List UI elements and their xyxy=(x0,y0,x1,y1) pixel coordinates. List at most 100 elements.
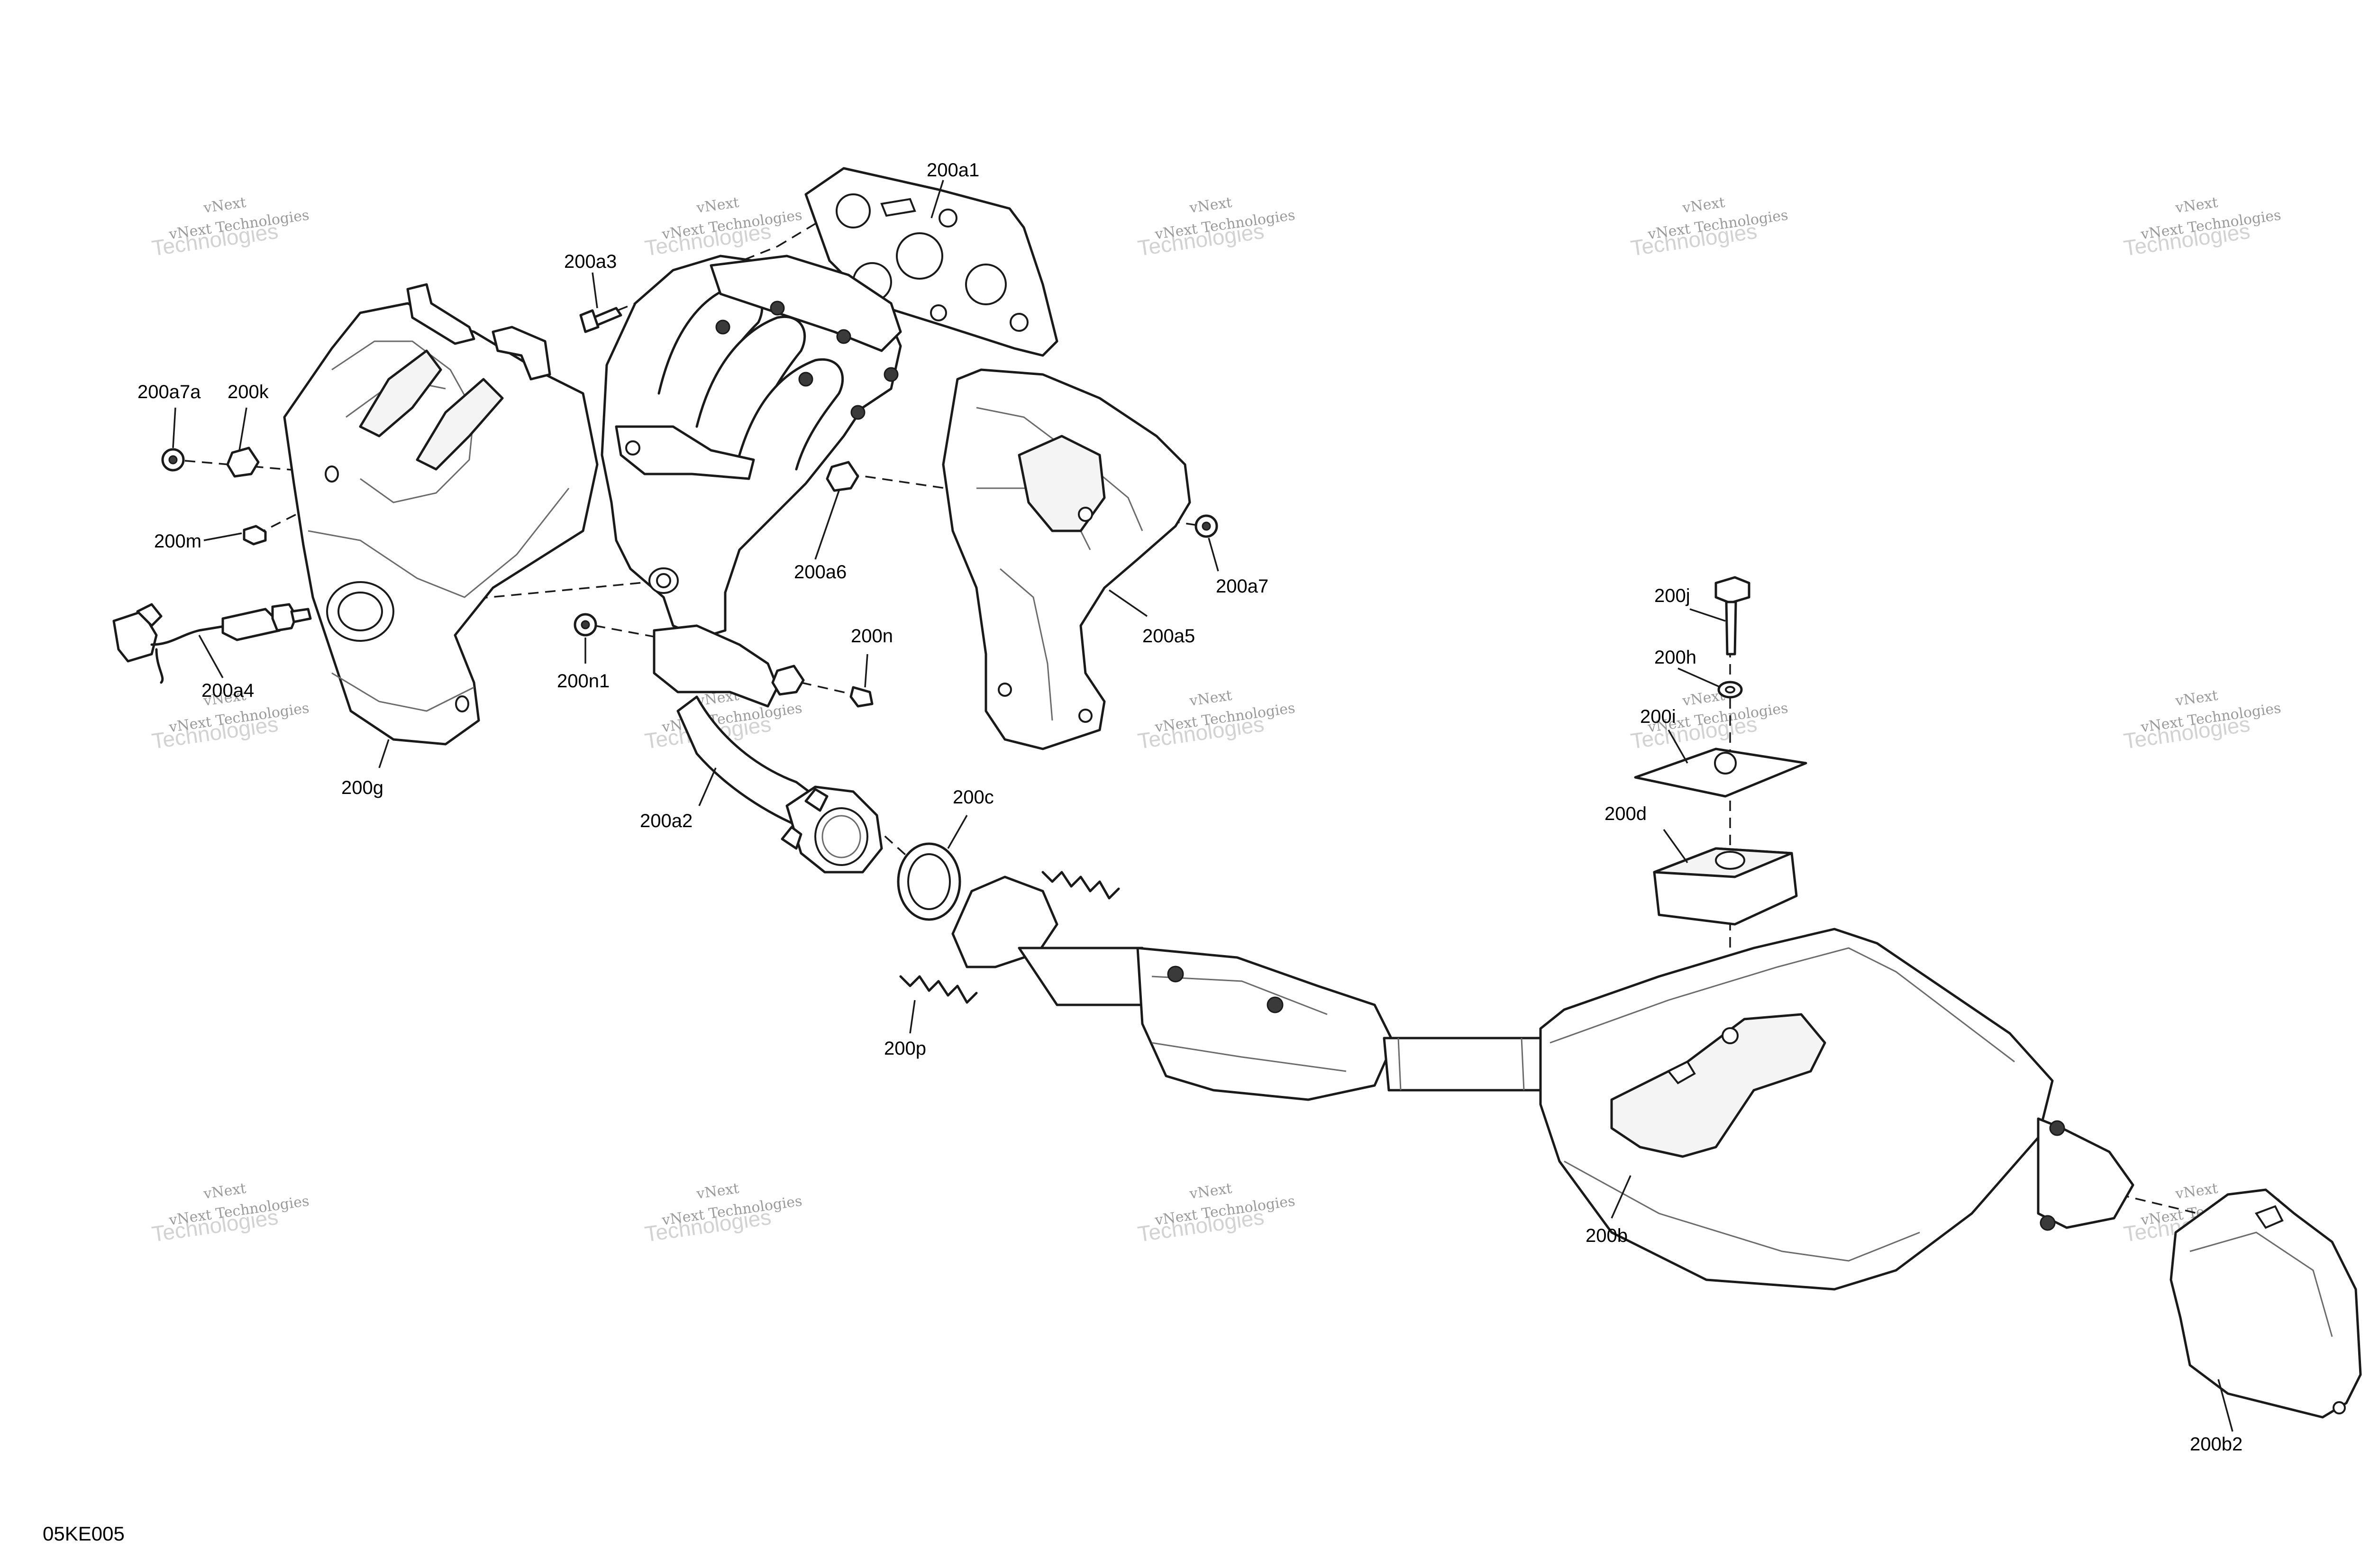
heat-shield-bolt-hole xyxy=(455,695,469,712)
seal-ring-inner xyxy=(907,853,951,910)
heat-shield-right-bolt-hole xyxy=(1078,709,1093,723)
leader-line xyxy=(814,490,840,560)
watermark-sup: vNext xyxy=(1681,194,1726,217)
downpipe-spring-hook xyxy=(804,788,829,812)
callout-200p: 200p xyxy=(884,1038,926,1059)
heat-shield-right-200a5 xyxy=(942,368,1218,750)
callout-200n: 200n xyxy=(851,626,893,647)
flange-nut-200a7-center xyxy=(1202,521,1211,531)
callout-200j: 200j xyxy=(1654,585,1690,606)
rubber-mount-200d xyxy=(1653,847,1798,926)
muffler-mount-hole xyxy=(1722,1027,1739,1044)
sensor-body xyxy=(221,608,281,641)
sensor-cable-loop xyxy=(155,648,164,684)
watermark-sup: vNext xyxy=(695,194,740,217)
gasket-port xyxy=(965,264,1007,305)
watermark: Technologies vNext Technologies vNext xyxy=(1629,194,1789,261)
manifold-stud xyxy=(770,301,785,316)
spring-nut-200a6 xyxy=(826,461,859,492)
heat-shield-contour xyxy=(331,672,474,712)
callout-200a1: 200a1 xyxy=(927,160,979,181)
callout-200a7: 200a7 xyxy=(1216,576,1268,597)
gasket-port xyxy=(896,232,943,280)
heat-shield-slot xyxy=(359,349,442,438)
callout-200c: 200c xyxy=(953,787,994,808)
watermark-sup: vNext xyxy=(202,1180,247,1203)
manifold-stud xyxy=(836,329,851,344)
drawing-code: 05KE005 xyxy=(43,1522,125,1545)
leader-line xyxy=(2217,1379,2233,1432)
callout-200d: 200d xyxy=(1604,803,1647,824)
watermark-sup: vNext xyxy=(1188,194,1233,217)
pipe-inlet xyxy=(951,875,1058,968)
callout-200a6: 200a6 xyxy=(794,562,847,583)
manifold-stud xyxy=(850,405,866,420)
catalyst-bung xyxy=(1267,996,1284,1013)
heat-shield-right-contour xyxy=(1000,568,1053,721)
mount-hole xyxy=(1715,851,1745,870)
catalyst-bung xyxy=(1167,966,1184,983)
watermark-sup: vNext xyxy=(2174,194,2219,217)
sensor-connector-lock xyxy=(136,603,163,627)
sensor-tip xyxy=(290,608,312,623)
watermark-sup: vNext xyxy=(202,194,247,217)
catalyst-pipe xyxy=(951,875,1547,1101)
washer-200h-hole xyxy=(1725,686,1735,693)
manifold-outlet-flange xyxy=(653,624,779,708)
muffler-bracket-slot xyxy=(1667,1060,1696,1085)
callout-200b: 200b xyxy=(1586,1225,1628,1246)
watermark: Technologies vNext Technologies vNext xyxy=(1136,687,1296,754)
callout-200i: 200i xyxy=(1640,706,1676,727)
watermark-sup: vNext xyxy=(2174,687,2219,710)
heat-shield-bolt-hole xyxy=(325,465,339,483)
leader-line xyxy=(909,1000,916,1034)
heat-shield-sensor-port-inner xyxy=(337,592,383,631)
tension-spring xyxy=(899,975,978,1004)
mid-pipe-bead xyxy=(1397,1038,1402,1091)
gasket-bolt-hole xyxy=(930,304,947,321)
manifold-stud xyxy=(715,319,730,335)
tail-heat-shield-200b2 xyxy=(2169,1188,2362,1419)
manifold-head-flange xyxy=(710,255,902,352)
manifold-stud xyxy=(884,367,899,382)
heat-shield-slot xyxy=(416,378,504,471)
tail-shield-hole xyxy=(2333,1401,2346,1414)
leader-line xyxy=(947,815,968,849)
watermark: Technologies vNext Technologies vNext xyxy=(150,1180,310,1247)
tail-shield-slot xyxy=(2254,1205,2284,1229)
fasteners-manifold xyxy=(574,461,874,708)
heat-shield-bracket xyxy=(406,283,475,345)
watermark: Technologies vNext Technologies vNext xyxy=(643,1180,803,1247)
assembly-line xyxy=(594,625,659,638)
catalyst-seam xyxy=(1151,1042,1347,1072)
fasteners-left xyxy=(161,447,267,546)
manifold-gasket-200a1 xyxy=(804,167,1058,357)
watermark-sup: vNext xyxy=(1188,687,1233,710)
muffler-seam xyxy=(1550,947,2015,1063)
manifold-sensor-boss-inner xyxy=(656,573,671,588)
heat-shield-right-body xyxy=(942,368,1191,750)
manifold-bracket xyxy=(615,425,755,480)
bolt-head xyxy=(579,309,600,333)
callout-200h: 200h xyxy=(1654,647,1696,668)
hex-nut-200m xyxy=(243,525,267,546)
exhaust-seal-ring-200c xyxy=(897,842,961,921)
leader-lines xyxy=(172,180,2233,1432)
leader-line xyxy=(1109,589,1148,617)
spring-nut-200a6 xyxy=(771,665,805,696)
catalyst-body xyxy=(1136,947,1395,1101)
muffler-200b xyxy=(1539,928,2134,1291)
bolt-200j-shank xyxy=(1725,601,1737,656)
muffler-outlet xyxy=(2037,1117,2134,1229)
mount-plate-hole xyxy=(1714,752,1737,775)
callout-200a5: 200a5 xyxy=(1142,626,1195,647)
watermark: Technologies vNext Technologies vNext xyxy=(1136,1180,1296,1247)
springs-200p xyxy=(899,871,1120,1004)
muffler-outlet-stud xyxy=(2040,1215,2056,1231)
leader-line xyxy=(172,407,176,448)
leader-line xyxy=(864,654,868,688)
assembly-line xyxy=(2118,1194,2238,1224)
watermark: Technologies vNext Technologies vNext xyxy=(643,194,803,261)
leader-line xyxy=(592,272,598,309)
